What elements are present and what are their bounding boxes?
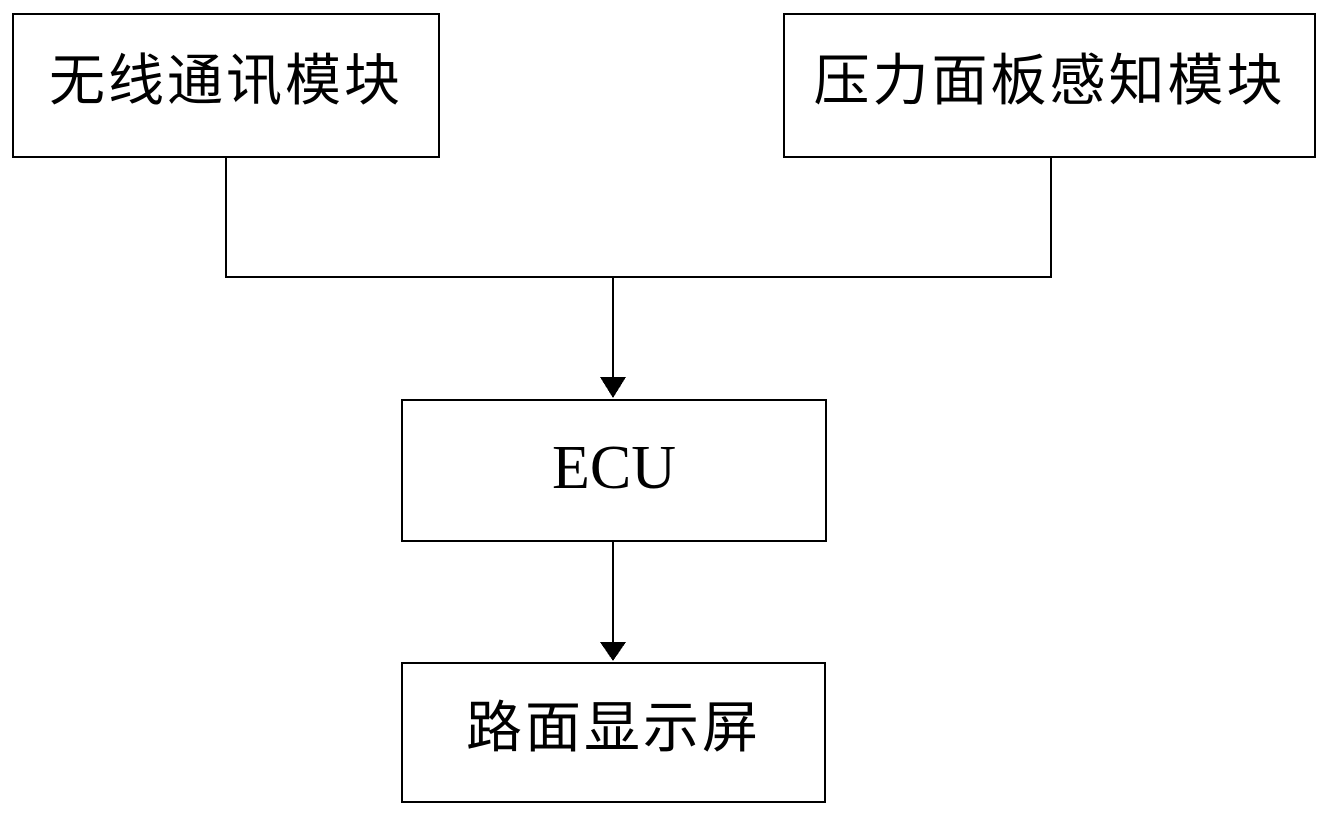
- node-pressure-panel-module: 压力面板感知模块: [783, 13, 1316, 158]
- arrowhead-into-road-display: [600, 642, 626, 661]
- node-ecu-label: ECU: [552, 433, 676, 502]
- node-road-display-label: 路面显示屏: [466, 695, 761, 761]
- node-road-display: 路面显示屏: [401, 662, 826, 803]
- node-ecu: ECU: [401, 399, 827, 542]
- node-pressure-panel-module-label: 压力面板感知模块: [813, 48, 1286, 114]
- node-wireless-module-label: 无线通讯模块: [49, 48, 403, 114]
- node-wireless-module: 无线通讯模块: [12, 13, 440, 158]
- arrowhead-into-ecu: [600, 377, 626, 398]
